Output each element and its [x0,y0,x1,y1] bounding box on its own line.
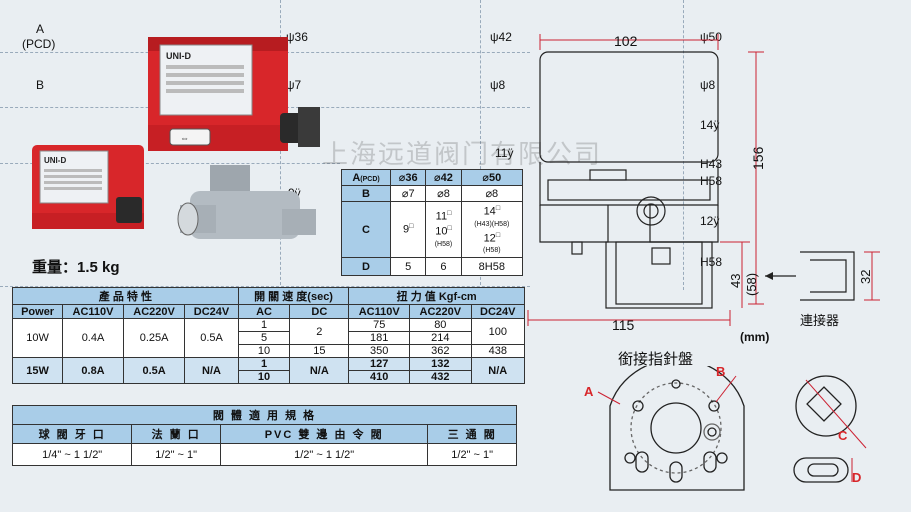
dim-58: (58) [744,272,759,296]
dim-h-42: ⌀42 [425,169,462,186]
spec-10w: 10W [11,318,64,358]
dim-b3: ⌀8 [460,185,524,202]
plate-label-b: B [716,364,726,379]
dimension-drawing [527,34,880,326]
dim-h-50: ⌀50 [460,169,524,186]
dim-c2b: 10 [435,225,448,238]
grid-psi7: ψ7 [286,78,302,92]
grid-h58b: H58 [700,255,723,269]
body-title: 閥 體 適 用 規 格 [12,405,517,425]
grid-psi36: ψ36 [286,30,308,44]
watermark: 上海远道阀门有限公司 [322,140,603,170]
grid-psi42: ψ42 [490,30,512,44]
dim-156: 156 [750,146,766,170]
grid-h43: H43 [700,157,723,171]
grid-y11: 11ÿ [495,146,514,160]
grid-psi8b: ψ8 [700,78,716,92]
dim-c3b: 12 [483,232,496,245]
dim-c2a: 11 [435,210,448,223]
grid-a-label: A [36,22,45,36]
dim-r-d: D [340,257,392,277]
spec-h-power: Power [11,304,64,319]
dim-115: 115 [612,317,635,333]
weight-label: 重量：1.5 kg [32,259,120,276]
spec-15w: 15W [11,357,64,384]
svg-text:UNI-D: UNI-D [44,156,66,165]
dim-d3: 8 [478,260,485,273]
dim-c1: 9 [403,223,410,236]
dimension-table: A(PCD) ⌀36 ⌀42 ⌀50 B ⌀7 ⌀8 ⌀8 C 9□ 11□10… [340,169,524,277]
plate-label-a: A [584,384,594,399]
dim-c3a: 14 [483,205,496,218]
svg-text:⇔: ⇔ [180,133,189,143]
unit-label: (mm) [740,330,770,344]
dim-43: 43 [728,273,743,288]
dim-b1: ⌀7 [390,185,427,202]
dim-102: 102 [614,33,638,49]
plate-label-c: C [838,428,848,443]
connector-label: 連接器 [800,313,840,328]
dim-32: 32 [858,269,873,284]
dim-d1: 5 [390,257,427,277]
spec-h-torque: 扭 力 值 Kgf-cm [348,287,525,305]
spec-table: 產 品 特 性 開 關 速 度(sec) 扭 力 值 Kgf-cm Power … [11,287,526,384]
dim-r-b: B [340,185,392,202]
grid-h58: H58 [700,174,723,188]
coupling-plate-drawing [597,366,867,491]
plate-label-d: D [852,470,862,485]
dim-h-a: A [352,171,361,184]
svg-text:UNI-D: UNI-D [166,51,191,61]
grid-y14: 14ÿ [700,118,720,132]
plate-title: 銜接指針盤 [618,351,694,368]
grid-y12: 12ÿ [700,214,720,228]
spec-h-speed: 開 關 速 度(sec) [237,287,350,305]
dim-r-c: C [340,200,392,259]
dim-h-36: ⌀36 [390,169,427,186]
valve-body-table: 閥 體 適 用 規 格 球 閥 牙 口 法 蘭 口 PVC 雙 邊 由 令 閥 … [11,405,517,466]
actuator-photo: UNI-D ⇔ UNI-D [32,37,320,239]
spec-h-product: 產 品 特 性 [12,287,239,305]
grid-pcd-label: (PCD) [22,37,56,51]
grid-b-label: B [36,78,45,92]
grid-psi8a: ψ8 [490,78,506,92]
dim-d2: 6 [425,257,462,277]
dim-b2: ⌀8 [425,185,462,202]
